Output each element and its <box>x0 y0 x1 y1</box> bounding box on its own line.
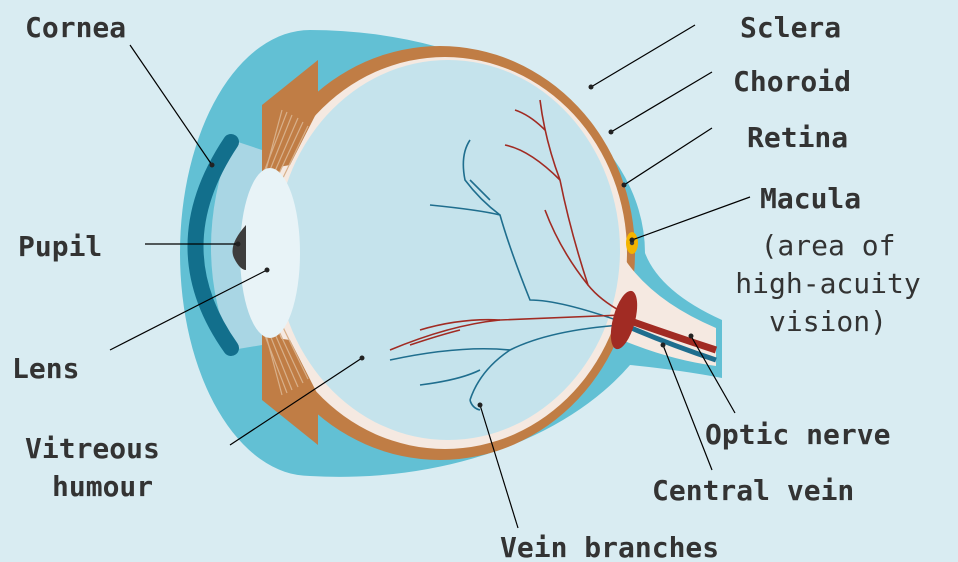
optic-nerve-label: Optic nerve <box>705 418 890 451</box>
sclera-leader <box>591 25 695 87</box>
central-vein-label: Central vein <box>652 474 854 507</box>
macula-label: Macula <box>760 182 861 215</box>
lens <box>240 168 300 338</box>
sclera-label: Sclera <box>740 11 841 44</box>
vitreous-humour <box>276 60 620 440</box>
lens-label: Lens <box>12 352 79 385</box>
cornea-label: Cornea <box>25 11 126 44</box>
cornea-leader <box>130 45 212 165</box>
choroid-leader <box>611 72 712 132</box>
pupil-label: Pupil <box>18 230 102 263</box>
macula-note-line1: (area of <box>761 229 896 262</box>
macula-note-line2: high-acuity <box>735 267 920 300</box>
vein-branches-label: Vein branches <box>500 531 719 562</box>
retina-leader <box>624 128 712 185</box>
vitreous-label-line2: humour <box>52 470 153 503</box>
macula-leader <box>632 197 750 240</box>
macula-note-line3: vision) <box>769 305 887 338</box>
choroid-label: Choroid <box>733 65 851 98</box>
retina-label: Retina <box>747 121 848 154</box>
vitreous-label-line1: Vitreous <box>25 432 160 465</box>
